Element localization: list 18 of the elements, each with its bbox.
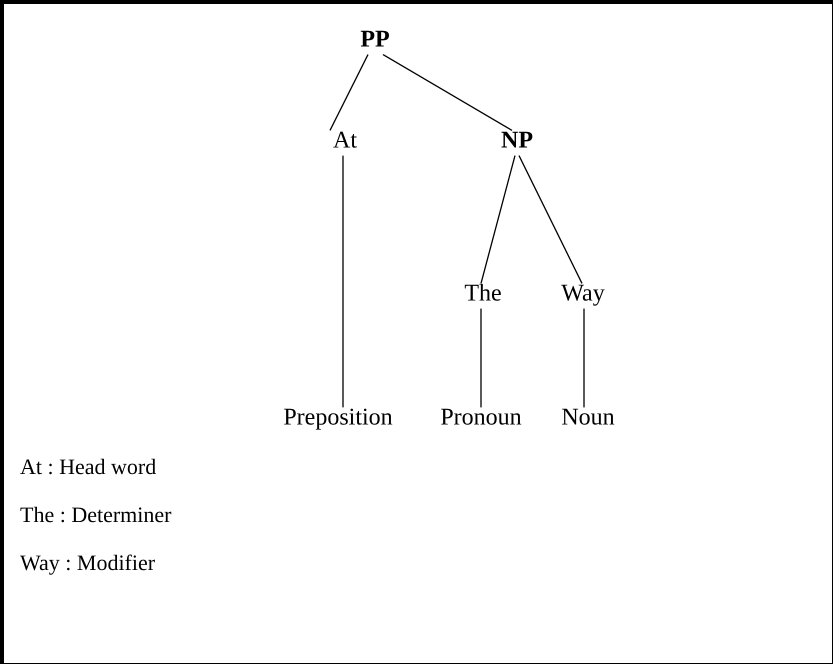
note-text: At : Head word bbox=[20, 454, 156, 480]
tree-branch bbox=[329, 54, 369, 131]
word-label: Pronoun bbox=[440, 405, 522, 431]
tree-branch bbox=[480, 155, 516, 284]
word-label: At bbox=[333, 128, 357, 154]
note-text: Way : Modifier bbox=[20, 550, 156, 576]
word-label: Way bbox=[561, 281, 605, 307]
tree-branch bbox=[583, 308, 585, 408]
word-label: Noun bbox=[561, 405, 615, 431]
tree-branch bbox=[480, 308, 482, 408]
phrase-label: PP bbox=[360, 27, 390, 53]
phrase-label: NP bbox=[501, 128, 533, 154]
note-text: The : Determiner bbox=[20, 502, 172, 528]
tree-branch bbox=[342, 156, 344, 408]
tree-branch bbox=[518, 155, 583, 284]
word-label: The bbox=[464, 281, 502, 307]
word-label: Preposition bbox=[283, 405, 393, 431]
tree-branch bbox=[382, 54, 512, 131]
